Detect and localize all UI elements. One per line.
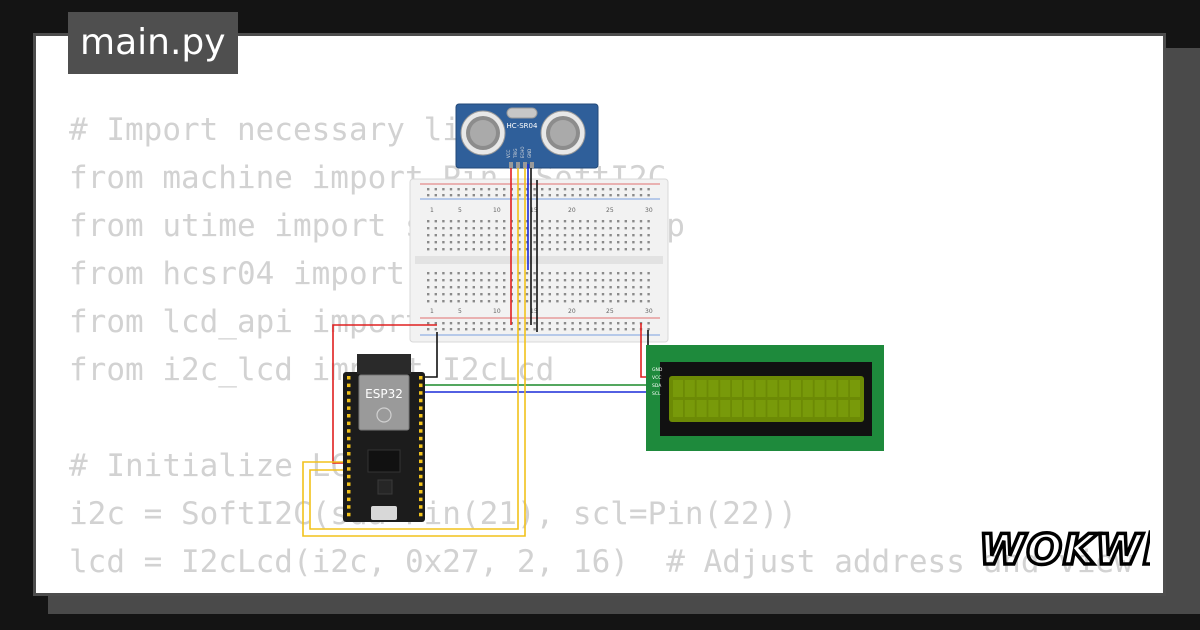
breadboard-column-numbers: 1 5 10 15 20 25 30 1 5 10 15 20 25 30 — [430, 207, 653, 315]
svg-text:5: 5 — [458, 308, 462, 315]
breadboard-holes — [427, 188, 650, 331]
breadboard: 1 5 10 15 20 25 30 1 5 10 15 20 25 30 — [409, 178, 669, 343]
lcd-character-cells — [673, 380, 860, 417]
svg-text:1: 1 — [430, 207, 434, 214]
lcd-pin-label: GND — [652, 367, 663, 373]
esp32-label: ESP32 — [365, 387, 403, 401]
svg-text:WOKWi: WOKWi — [979, 525, 1150, 574]
svg-text:15: 15 — [530, 207, 538, 214]
svg-text:10: 10 — [493, 308, 501, 315]
svg-text:15: 15 — [530, 308, 538, 315]
lcd-pin-label: SCL — [652, 391, 661, 397]
svg-text:30: 30 — [645, 207, 653, 214]
code-line: # Initialize LCD — [69, 448, 368, 484]
wokwi-logo: WOKWi — [977, 523, 1150, 576]
sensor-label: HC-SR04 — [507, 122, 538, 130]
sensor-pin-label: TRIG — [513, 148, 518, 159]
lcd-pin-label: VCC — [652, 375, 661, 381]
file-name-tab: main.py — [68, 12, 238, 74]
wires — [302, 164, 650, 537]
sensor-pin-label: GND — [527, 149, 532, 158]
sensor-pin-label: ECHO — [520, 147, 525, 158]
esp32-board: ESP32 — [343, 354, 425, 522]
sensor-pin-label: VCC — [506, 149, 511, 158]
ultrasonic-sensor: HC-SR04 VCC TRIG ECHO GND — [455, 103, 599, 169]
code-line: lcd = I2cLcd(i2c, 0x27, 2, 16) # Adjust … — [69, 544, 1133, 580]
svg-text:30: 30 — [645, 308, 653, 315]
esp32-pins — [347, 376, 423, 517]
svg-text:20: 20 — [568, 207, 576, 214]
svg-text:5: 5 — [458, 207, 462, 214]
svg-text:25: 25 — [606, 308, 614, 315]
svg-text:1: 1 — [430, 308, 434, 315]
lcd-pin-label: SDA — [652, 383, 662, 389]
svg-text:10: 10 — [493, 207, 501, 214]
lcd-display: GND VCC SDA SCL — [646, 345, 884, 451]
svg-text:25: 25 — [606, 207, 614, 214]
svg-text:20: 20 — [568, 308, 576, 315]
